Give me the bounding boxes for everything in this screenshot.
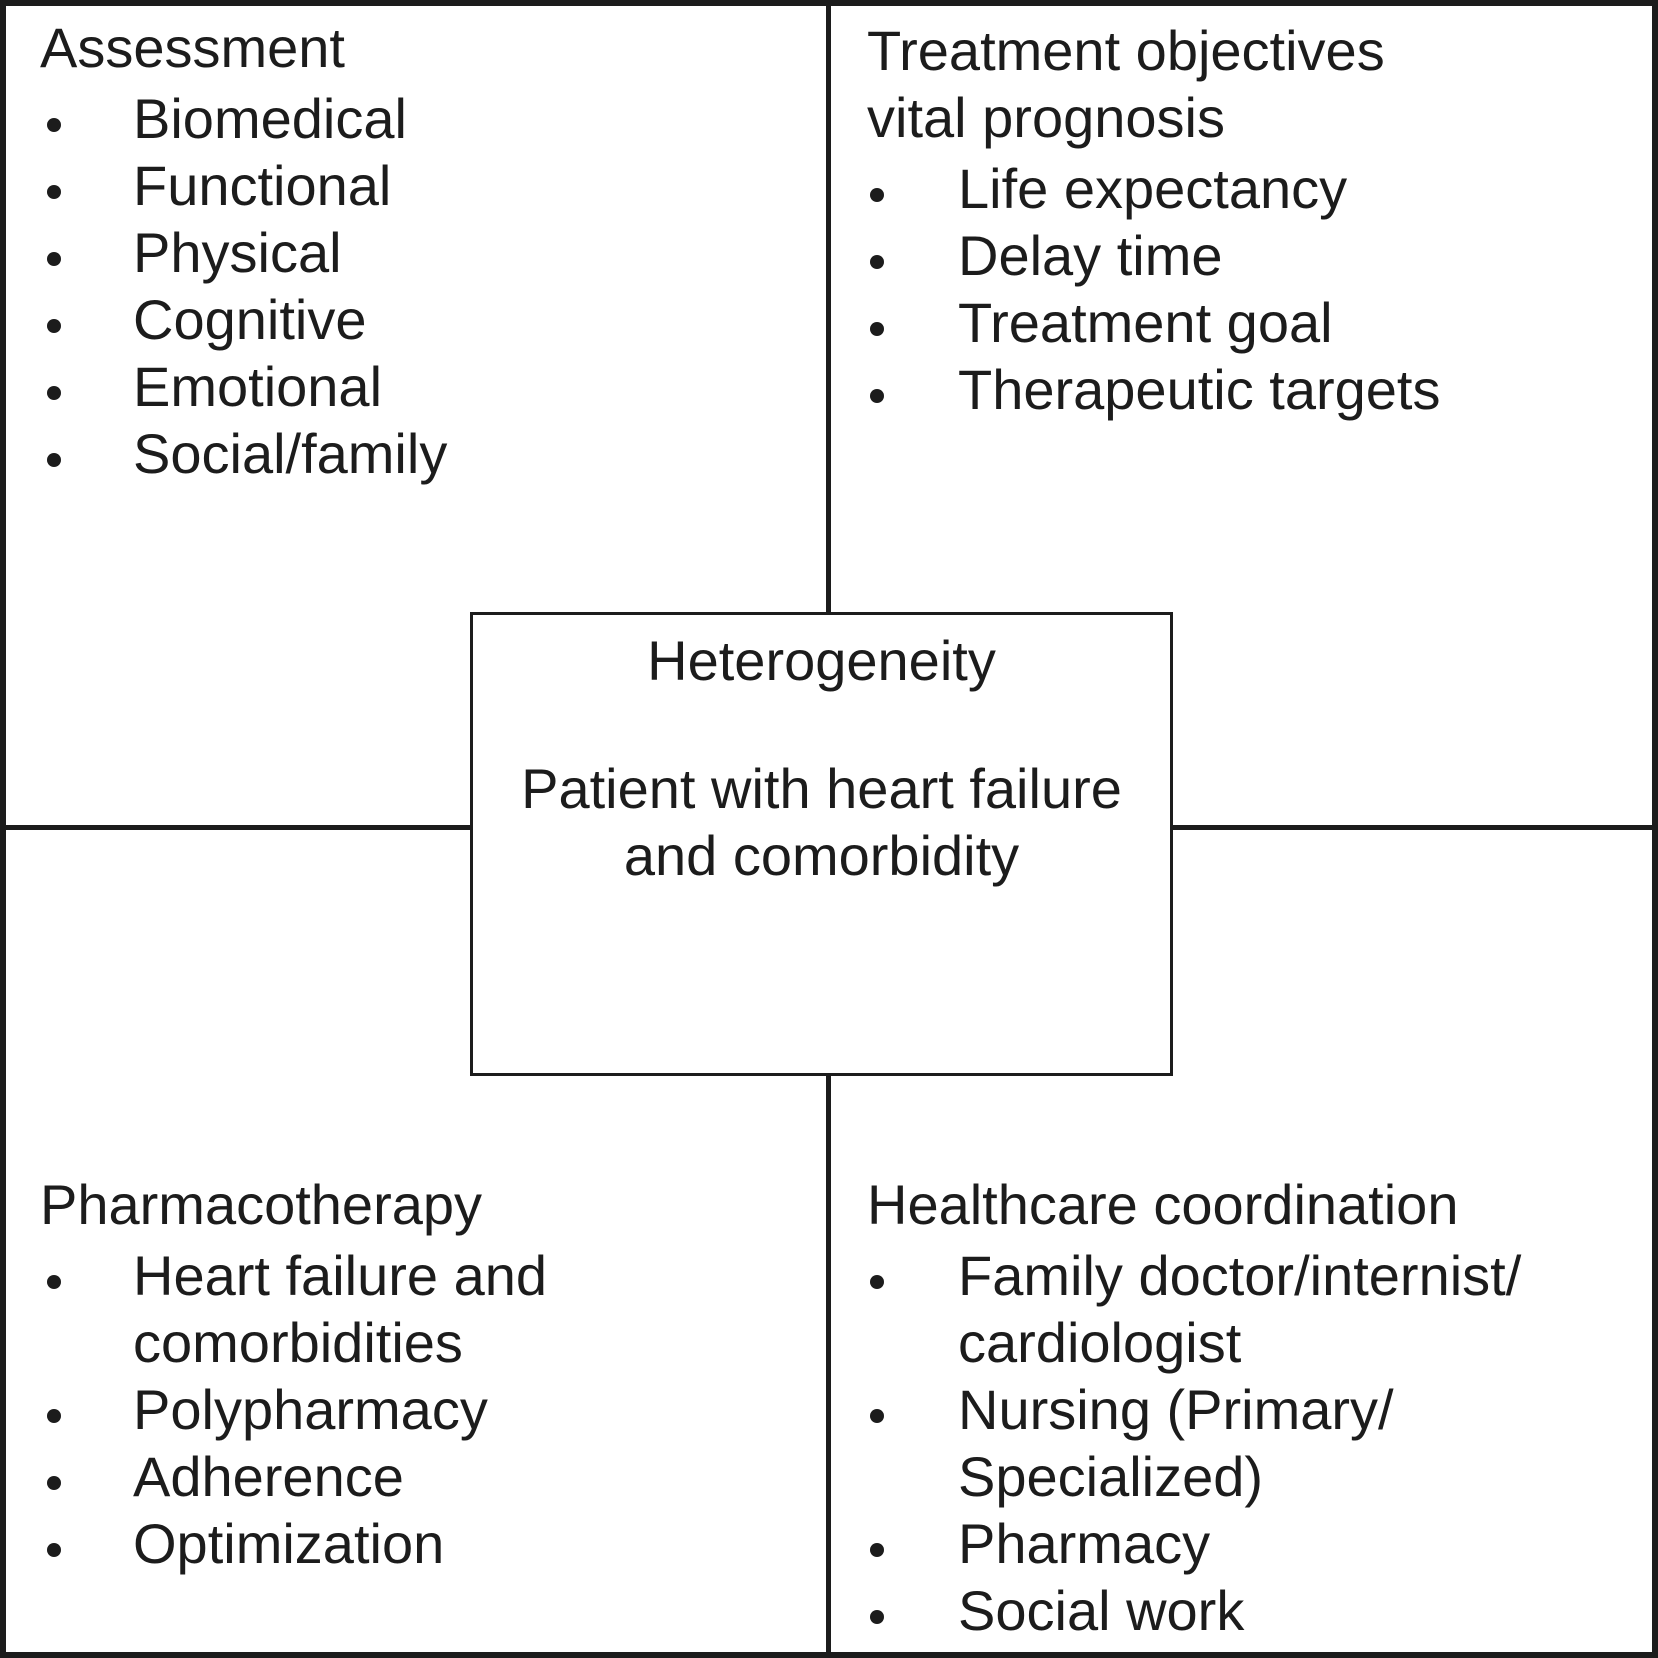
list-item-label: Heart failure and comorbidities [133,1244,548,1374]
center-box-subtitle: Patient with heart failure and comorbidi… [521,757,1122,887]
list-item: Optimization [40,1510,826,1577]
bullet-icon [47,252,61,266]
healthcare-coordination-heading: Healthcare coordination [867,1173,1459,1236]
bullet-icon [47,386,61,400]
list-item-label: Family doctor/internist/ cardiologist [958,1244,1522,1374]
quadrant-assessment: Assessment Biomedical Functional Physica… [6,6,826,487]
list-item: Cognitive [40,286,826,353]
list-item: Nursing (Primary/ Specialized) [867,1376,1652,1510]
list-item: Adherence [40,1443,826,1510]
bullet-icon [870,255,884,269]
bullet-icon [870,188,884,202]
list-item: Social work [867,1577,1652,1644]
list-item-label: Life expectancy [958,157,1348,220]
list-item: Functional [40,152,826,219]
quadrant-pharmacotherapy: Pharmacotherapy Heart failure and comorb… [6,830,826,1577]
quadrant-healthcare-coordination: Healthcare coordination Family doctor/in… [831,830,1652,1644]
list-item-label: Pharmacy [958,1512,1211,1575]
list-item-label: Functional [133,154,392,217]
list-item: Treatment goal [867,289,1652,356]
bullet-icon [870,1275,884,1289]
bullet-icon [47,1543,61,1557]
treatment-objectives-heading: Treatment objectives vital prognosis [867,19,1385,149]
list-item: Pharmacy [867,1510,1652,1577]
list-item: Social/family [40,420,826,487]
bullet-icon [47,1476,61,1490]
list-item-label: Treatment goal [958,291,1333,354]
bullet-icon [47,1409,61,1423]
list-item: Therapeutic targets [867,356,1652,423]
healthcare-coordination-list: Family doctor/internist/ cardiologist Nu… [867,1242,1652,1644]
list-item-label: Cognitive [133,288,367,351]
list-item-label: Therapeutic targets [958,358,1441,421]
bullet-icon [870,1409,884,1423]
bullet-icon [870,1543,884,1557]
bullet-icon [47,118,61,132]
list-item-label: Social/family [133,422,448,485]
list-item: Emotional [40,353,826,420]
list-item-label: Delay time [958,224,1223,287]
assessment-heading: Assessment [40,16,345,79]
pharmacotherapy-heading: Pharmacotherapy [40,1173,483,1236]
list-item-label: Optimization [133,1512,445,1575]
list-item-label: Biomedical [133,87,407,150]
bullet-icon [47,319,61,333]
list-item: Family doctor/internist/ cardiologist [867,1242,1652,1376]
list-item: Delay time [867,222,1652,289]
center-box-title: Heterogeneity [647,629,996,692]
treatment-objectives-list: Life expectancy Delay time Treatment goa… [867,155,1652,423]
bullet-icon [47,185,61,199]
bullet-icon [870,389,884,403]
list-item-label: Nursing (Primary/ Specialized) [958,1378,1394,1508]
list-item: Heart failure and comorbidities [40,1242,826,1376]
quadrant-treatment-objectives: Treatment objectives vital prognosis Lif… [831,6,1652,423]
bullet-icon [870,1610,884,1624]
pharmacotherapy-list: Heart failure and comorbidities Polyphar… [40,1242,826,1577]
bullet-icon [870,322,884,336]
bullet-icon [47,1275,61,1289]
center-box-heterogeneity: Heterogeneity Patient with heart failure… [470,612,1173,1076]
list-item-label: Social work [958,1579,1245,1642]
list-item-label: Adherence [133,1445,404,1508]
list-item-label: Physical [133,221,342,284]
list-item: Polypharmacy [40,1376,826,1443]
list-item: Biomedical [40,85,826,152]
assessment-list: Biomedical Functional Physical Cognitive… [40,85,826,487]
list-item-label: Emotional [133,355,383,418]
bullet-icon [47,453,61,467]
list-item: Life expectancy [867,155,1652,222]
list-item-label: Polypharmacy [133,1378,488,1441]
list-item: Physical [40,219,826,286]
